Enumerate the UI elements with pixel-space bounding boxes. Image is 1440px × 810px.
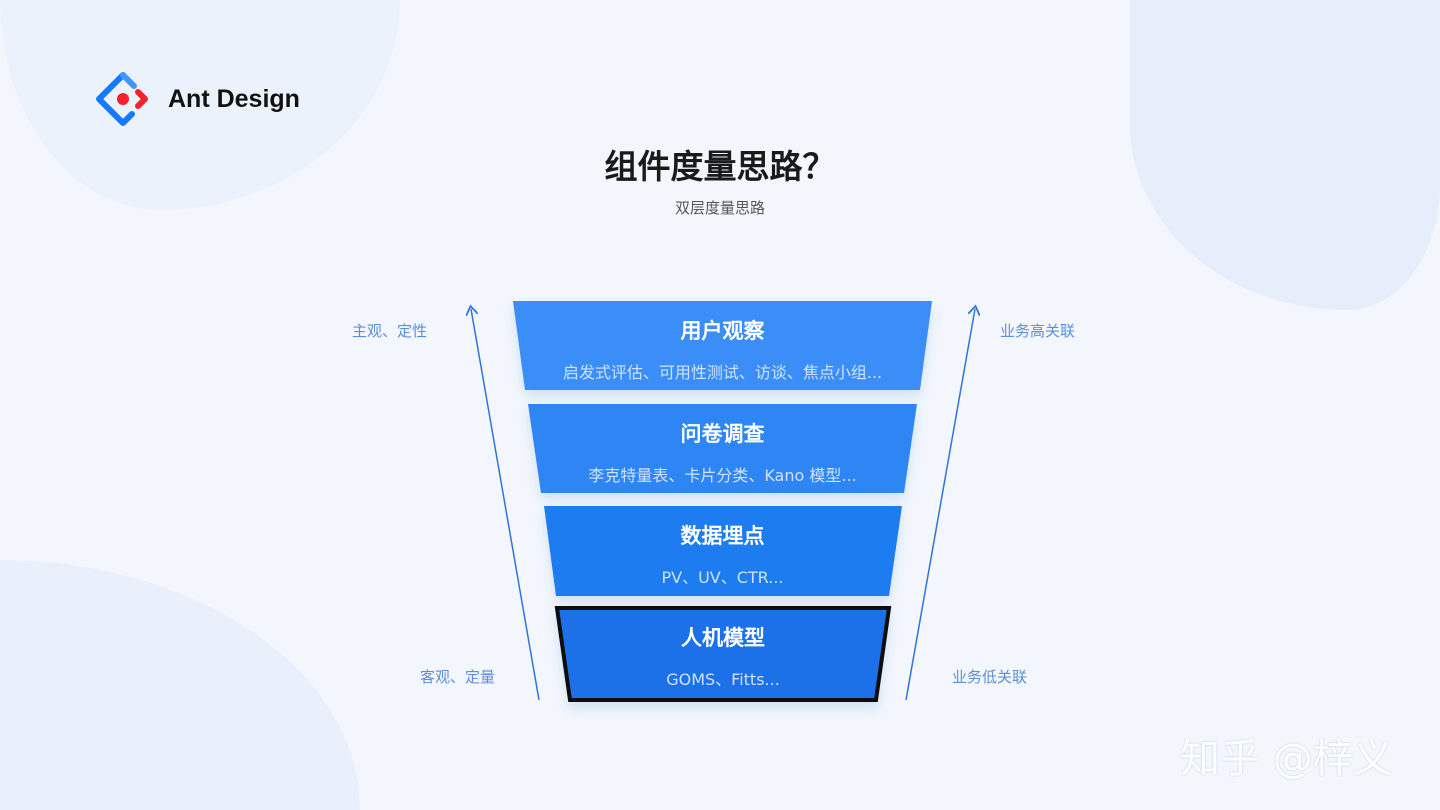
tier-survey: 问卷调查 李克特量表、卡片分类、Kano 模型...	[541, 404, 904, 493]
right-axis-top-label: 业务高关联	[1000, 322, 1076, 340]
tier-data-tracking: 数据埋点 PV、UV、CTR...	[556, 506, 889, 596]
page-subtitle: 双层度量思路	[674, 199, 765, 217]
tier-desc: PV、UV、CTR...	[661, 568, 784, 587]
tier-shape-2	[528, 404, 917, 493]
ant-design-logo-icon	[96, 72, 148, 126]
left-arrow	[471, 309, 540, 701]
tier-shape-4	[554, 606, 892, 702]
watermark: 知乎 @梓义	[1180, 736, 1393, 782]
tier-shape-1	[513, 301, 932, 390]
brand-logo: Ant Design	[96, 72, 300, 126]
tier-shape-3	[544, 506, 902, 596]
tier-title: 问卷调查	[680, 422, 765, 446]
right-arrow	[905, 309, 975, 701]
left-axis-bottom-label: 客观、定量	[420, 668, 496, 686]
tier-title: 数据埋点	[680, 524, 765, 548]
tier-desc: 启发式评估、可用性测试、访谈、焦点小组...	[562, 363, 883, 382]
right-axis-bottom-label: 业务低关联	[952, 668, 1028, 686]
tier-desc: 李克特量表、卡片分类、Kano 模型...	[588, 466, 857, 485]
tier-hci-model: 人机模型 GOMS、Fitts...	[570, 608, 876, 700]
tier-title: 用户观察	[680, 319, 765, 343]
tier-desc: GOMS、Fitts...	[666, 670, 780, 689]
brand-name: Ant Design	[168, 84, 300, 113]
tier-title: 人机模型	[681, 626, 765, 650]
page-title: 组件度量思路？	[604, 147, 836, 186]
left-axis-top-label: 主观、定性	[352, 322, 428, 340]
tier-user-observation: 用户观察 启发式评估、可用性测试、访谈、焦点小组...	[525, 301, 920, 390]
